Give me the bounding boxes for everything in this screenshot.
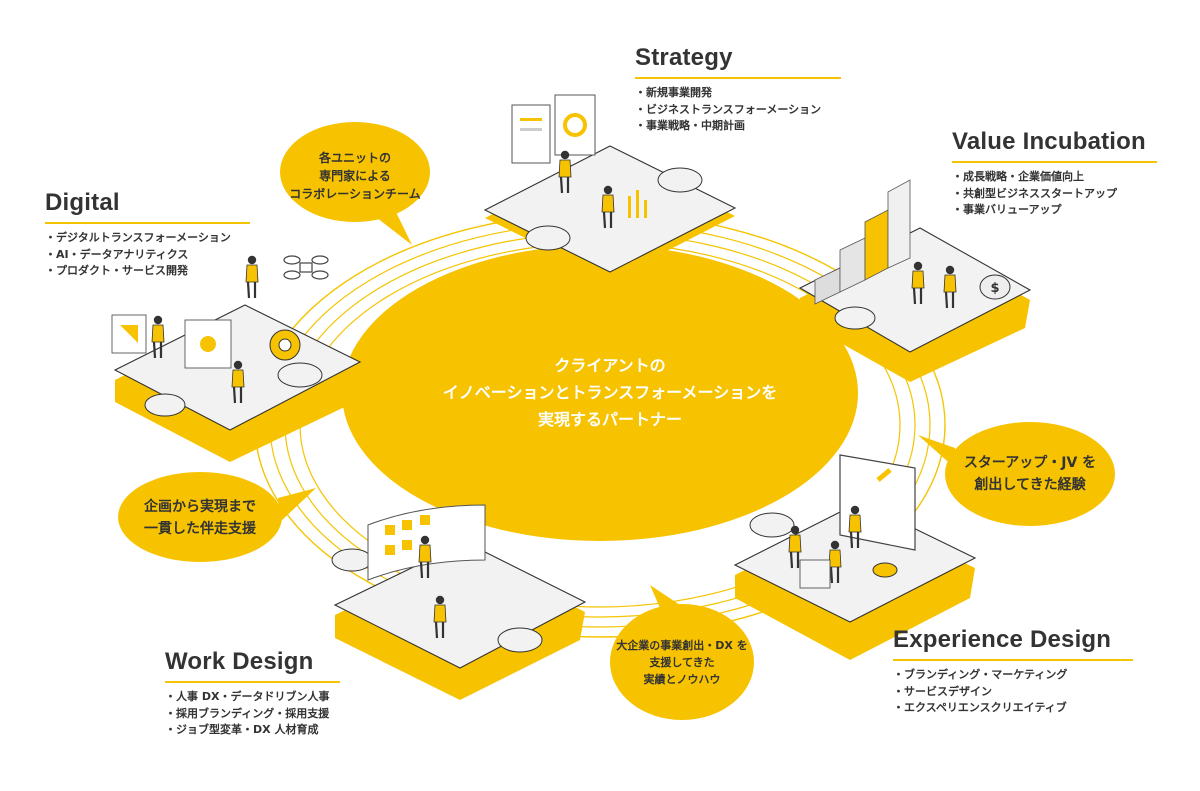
bubble-enterprise: 大企業の事業創出・DX を 支援してきた 実績とノウハウ	[612, 637, 752, 688]
list-item: デジタルトランスフォーメーション	[45, 230, 250, 247]
value-incubation-puzzle-piece: $	[798, 179, 1032, 382]
work-design-puzzle-piece	[331, 504, 587, 700]
bubble-collab-shape	[280, 122, 430, 245]
list-item: 成長戦略・企業価値向上	[952, 169, 1157, 186]
drone-icon	[283, 255, 329, 280]
section-value-incubation-list: 成長戦略・企業価値向上 共創型ビジネススタートアップ 事業バリューアップ	[952, 169, 1157, 219]
experience-design-puzzle-piece	[733, 454, 977, 660]
section-strategy-list: 新規事業開発 ビジネストランスフォーメーション 事業戦略・中期計画	[635, 85, 841, 135]
list-item: 人事 DX・データドリブン人事	[165, 689, 340, 706]
list-item: 共創型ビジネススタートアップ	[952, 186, 1157, 203]
bubble-startup-line-1: スターアップ・JV を	[963, 455, 1097, 471]
bubble-collab-line-2: 専門家による	[319, 169, 391, 183]
center-line-2: イノベーションとトランスフォーメーションを	[442, 383, 778, 402]
section-digital-rule	[45, 222, 250, 224]
section-strategy: Strategy 新規事業開発 ビジネストランスフォーメーション 事業戦略・中期…	[635, 44, 841, 135]
bubble-planning: 企画から実現まで 一貫した伴走支援	[128, 496, 272, 540]
list-item: 事業戦略・中期計画	[635, 118, 841, 135]
center-line-3: 実現するパートナー	[537, 410, 682, 429]
list-item: 採用ブランディング・採用支援	[165, 706, 340, 723]
list-item: サービスデザイン	[893, 684, 1133, 701]
bubble-startup: スターアップ・JV を 創出してきた経験	[955, 452, 1105, 496]
section-value-incubation-title: Value Incubation	[952, 128, 1146, 155]
section-digital-list: デジタルトランスフォーメーション AI・データアナリティクス プロダクト・サービ…	[45, 230, 250, 280]
center-message: クライアントの イノベーションとトランスフォーメーションを 実現するパートナー	[390, 352, 830, 433]
bar-chart-icon	[814, 179, 911, 305]
bubble-enterprise-line-3: 実績とノウハウ	[643, 673, 721, 686]
speech-bubbles	[118, 122, 1115, 720]
bubble-planning-line-2: 一貫した伴走支援	[144, 521, 256, 537]
list-item: プロダクト・サービス開発	[45, 263, 250, 280]
bubble-collab: 各ユニットの 専門家による コラボレーションチーム	[285, 149, 425, 203]
bubble-collab-line-3: コラボレーションチーム	[289, 187, 421, 201]
list-item: ビジネストランスフォーメーション	[635, 102, 841, 119]
section-digital-title: Digital	[45, 189, 120, 216]
section-work-design: Work Design 人事 DX・データドリブン人事 採用ブランディング・採用…	[165, 648, 340, 739]
section-experience-design-list: ブランディング・マーケティング サービスデザイン エクスペリエンスクリエイティブ	[893, 667, 1133, 717]
coin-icon: $	[979, 274, 1011, 300]
section-experience-design-title: Experience Design	[893, 626, 1112, 653]
bubble-startup-line-2: 創出してきた経験	[974, 477, 1086, 493]
bubble-planning-line-1: 企画から実現まで	[144, 499, 256, 515]
list-item: ブランディング・マーケティング	[893, 667, 1133, 684]
list-item: 新規事業開発	[635, 85, 841, 102]
section-value-incubation-rule	[952, 161, 1157, 163]
list-item: ジョブ型変革・DX 人材育成	[165, 722, 340, 739]
center-ellipse	[342, 245, 858, 541]
section-strategy-rule	[635, 77, 841, 79]
section-work-design-list: 人事 DX・データドリブン人事 採用ブランディング・採用支援 ジョブ型変革・DX…	[165, 689, 340, 739]
bubble-planning-shape	[118, 472, 316, 562]
svg-text:$: $	[990, 281, 999, 296]
list-item: 事業バリューアップ	[952, 202, 1157, 219]
list-item: AI・データアナリティクス	[45, 247, 250, 264]
center-line-1: クライアントの	[554, 356, 666, 375]
digital-puzzle-piece	[111, 254, 362, 462]
bubble-enterprise-shape	[610, 585, 754, 720]
section-work-design-rule	[165, 681, 340, 683]
section-experience-design-rule	[893, 659, 1133, 661]
list-item: エクスペリエンスクリエイティブ	[893, 700, 1133, 717]
strategy-puzzle-piece	[483, 94, 737, 280]
bubble-enterprise-line-2: 支援してきた	[649, 656, 715, 669]
section-strategy-title: Strategy	[635, 44, 733, 71]
bubble-startup-shape	[918, 422, 1115, 526]
section-digital: Digital デジタルトランスフォーメーション AI・データアナリティクス プ…	[45, 189, 250, 280]
section-value-incubation: Value Incubation 成長戦略・企業価値向上 共創型ビジネススタート…	[952, 128, 1157, 219]
gear-icon	[269, 329, 301, 361]
bubble-collab-line-1: 各ユニットの	[318, 151, 391, 165]
section-experience-design: Experience Design ブランディング・マーケティング サービスデザ…	[893, 626, 1133, 717]
section-work-design-title: Work Design	[165, 648, 314, 675]
bubble-enterprise-line-1: 大企業の事業創出・DX を	[616, 639, 748, 652]
